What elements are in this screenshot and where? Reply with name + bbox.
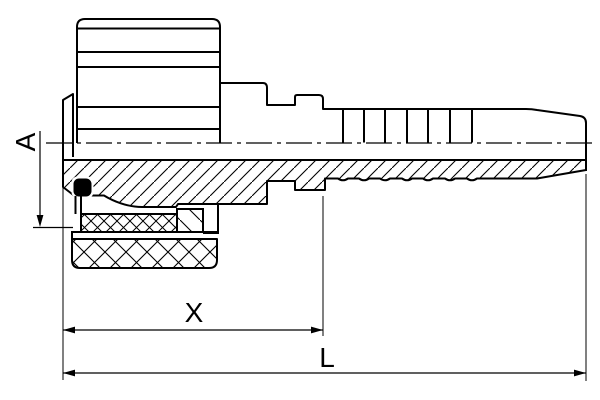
dimension-a-arrow <box>36 215 44 227</box>
hex-nut <box>76 18 221 143</box>
dimension-x-label: X <box>185 297 204 328</box>
dimension-l: L <box>63 342 586 377</box>
dimension-x-arrow-left <box>63 326 75 334</box>
dimension-a-label: A <box>10 132 41 151</box>
barb-lines <box>342 109 473 143</box>
dimension-x: X <box>63 297 323 334</box>
extension-lines <box>62 174 587 381</box>
dimension-l-arrow-right <box>574 369 586 377</box>
o-ring-seal <box>73 178 92 197</box>
nut-knurl-band <box>71 238 218 269</box>
dimension-l-label: L <box>319 342 335 373</box>
nut-thread-block <box>176 208 204 233</box>
nut-band-divider <box>71 231 218 239</box>
dimension-x-arrow-right <box>311 326 323 334</box>
dimension-a: A <box>10 131 73 229</box>
nut-section-upper-band <box>80 213 178 233</box>
nut-lip-slot <box>74 196 82 214</box>
hose-stem-profile <box>220 82 587 171</box>
dimension-l-arrow-left <box>63 369 75 377</box>
body-section <box>62 159 587 208</box>
nut-flats-lines <box>78 27 219 130</box>
